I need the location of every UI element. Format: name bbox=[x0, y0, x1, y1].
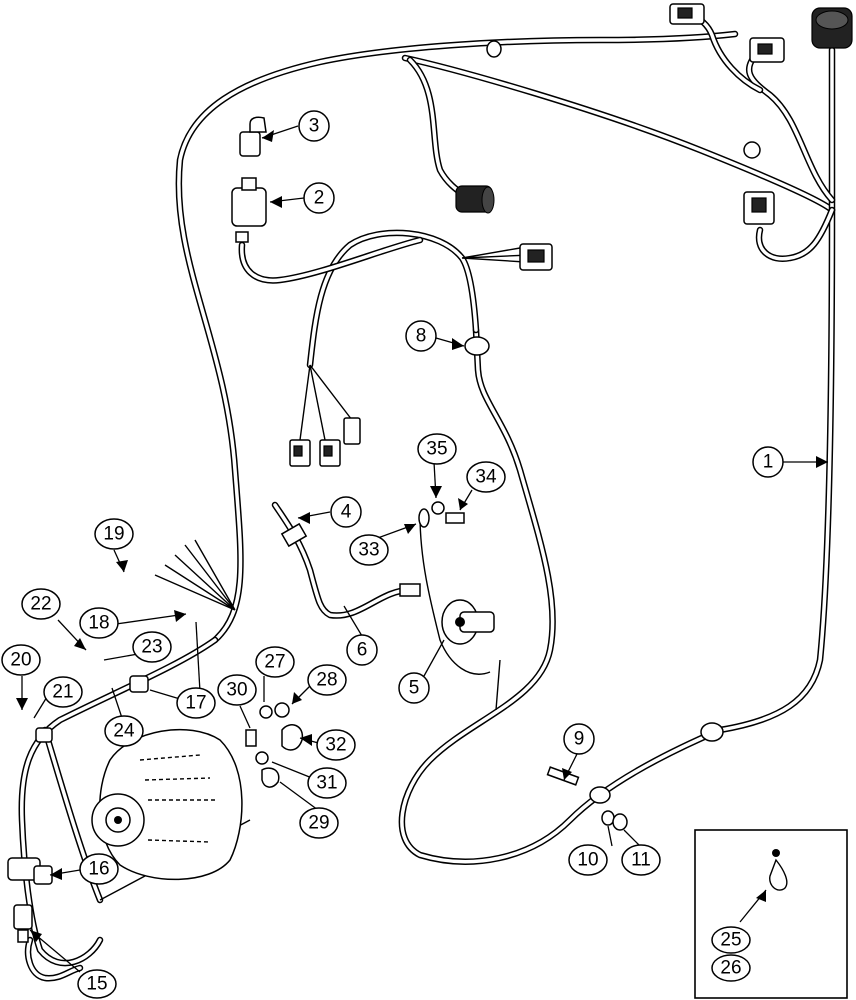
callout-10-label: 10 bbox=[577, 850, 598, 871]
callout-33-label: 33 bbox=[358, 540, 379, 561]
callout-2: 2 bbox=[303, 182, 335, 214]
callout-16-label: 16 bbox=[88, 859, 109, 880]
callout-22-label: 22 bbox=[30, 594, 51, 615]
callout-30: 30 bbox=[217, 674, 257, 706]
connector-top-1 bbox=[669, 3, 705, 25]
sender-5 bbox=[441, 599, 495, 645]
clamp-lower-right bbox=[700, 722, 724, 742]
washer-10 bbox=[601, 810, 615, 826]
callout-1: 1 bbox=[752, 446, 784, 478]
boot-32 bbox=[281, 724, 304, 751]
eyelet-33 bbox=[418, 508, 430, 528]
clamp-top-right bbox=[743, 141, 761, 159]
callout-33: 33 bbox=[349, 534, 389, 566]
callout-8: 8 bbox=[405, 320, 437, 352]
callout-19: 19 bbox=[94, 518, 134, 550]
callout-6-label: 6 bbox=[357, 640, 368, 661]
callout-2-label: 2 bbox=[314, 188, 325, 209]
callout-3: 3 bbox=[298, 110, 330, 142]
connector-right-mid bbox=[743, 191, 775, 225]
callout-17: 17 bbox=[176, 687, 216, 719]
nut-35 bbox=[431, 501, 445, 515]
callout-8-label: 8 bbox=[416, 326, 427, 347]
elbow-fitting-3 bbox=[239, 116, 267, 157]
callout-6: 6 bbox=[346, 634, 378, 666]
callout-18: 18 bbox=[79, 607, 119, 639]
callout-29-label: 29 bbox=[308, 813, 329, 834]
callout-22: 22 bbox=[21, 588, 61, 620]
callout-32: 32 bbox=[316, 729, 356, 761]
callout-10: 10 bbox=[568, 844, 608, 876]
callout-25-label: 25 bbox=[720, 930, 741, 951]
nut-11 bbox=[612, 813, 628, 831]
connector-left-3 bbox=[343, 417, 361, 445]
connector-left-1 bbox=[289, 439, 311, 467]
callout-11-label: 11 bbox=[631, 850, 651, 871]
callout-34: 34 bbox=[466, 461, 506, 493]
callout-31-label: 31 bbox=[316, 773, 337, 794]
clamp-left bbox=[35, 727, 53, 743]
washer-27 bbox=[259, 705, 273, 719]
callout-21: 21 bbox=[43, 676, 83, 708]
clamp-mid bbox=[129, 675, 149, 693]
terminal-30 bbox=[245, 729, 257, 747]
callout-11: 11 bbox=[621, 844, 661, 876]
connector-left-2 bbox=[319, 439, 341, 467]
boot-29 bbox=[261, 767, 280, 788]
nut-31 bbox=[255, 751, 269, 765]
callout-29: 29 bbox=[299, 807, 339, 839]
callout-16: 16 bbox=[79, 853, 119, 885]
callout-32-label: 32 bbox=[325, 735, 346, 756]
callout-15-label: 15 bbox=[86, 974, 107, 995]
callout-24-label: 24 bbox=[113, 721, 135, 742]
callout-26: 26 bbox=[711, 954, 751, 982]
callout-5: 5 bbox=[398, 672, 430, 704]
callout-35: 35 bbox=[417, 433, 457, 465]
callout-23-label: 23 bbox=[141, 637, 162, 658]
callout-31: 31 bbox=[307, 767, 347, 799]
callout-34-label: 34 bbox=[475, 467, 497, 488]
pressure-switch-2 bbox=[231, 177, 267, 243]
clamp-top bbox=[486, 40, 502, 58]
alternator bbox=[91, 728, 243, 881]
sensor-15 bbox=[13, 904, 33, 943]
connector-bundle bbox=[519, 243, 553, 271]
callout-21-label: 21 bbox=[52, 682, 73, 703]
callout-30-label: 30 bbox=[226, 680, 247, 701]
connector-top-2 bbox=[749, 37, 785, 63]
bolt-34 bbox=[445, 512, 465, 524]
callout-28: 28 bbox=[307, 664, 347, 696]
callout-26-label: 26 bbox=[720, 958, 741, 979]
callout-27: 27 bbox=[255, 646, 295, 678]
callout-9-label: 9 bbox=[574, 729, 585, 750]
clamp-9 bbox=[589, 786, 611, 804]
tee-fitting-16 bbox=[7, 857, 53, 885]
callout-20-label: 20 bbox=[10, 650, 31, 671]
callout-3-label: 3 bbox=[309, 116, 320, 137]
arrowheads bbox=[16, 130, 828, 942]
callout-23: 23 bbox=[132, 631, 172, 663]
callout-15: 15 bbox=[77, 969, 117, 999]
callout-9: 9 bbox=[563, 723, 595, 755]
round-connector-center bbox=[455, 185, 495, 214]
callout-1-label: 1 bbox=[763, 452, 774, 473]
callout-4-label: 4 bbox=[341, 502, 352, 523]
callout-17-label: 17 bbox=[185, 693, 206, 714]
callout-20: 20 bbox=[1, 644, 41, 676]
callout-25: 25 bbox=[711, 926, 751, 954]
callout-5-label: 5 bbox=[409, 678, 420, 699]
hose-4-6 bbox=[271, 501, 421, 619]
callout-4: 4 bbox=[330, 496, 362, 528]
callout-19-label: 19 bbox=[103, 524, 124, 545]
nut-28 bbox=[274, 702, 290, 718]
callout-28-label: 28 bbox=[316, 670, 337, 691]
round-connector-top-right bbox=[811, 7, 853, 49]
clamp-8 bbox=[464, 336, 490, 356]
callout-35-label: 35 bbox=[426, 439, 447, 460]
callout-27-label: 27 bbox=[264, 652, 285, 673]
callout-18-label: 18 bbox=[88, 613, 109, 634]
callout-24: 24 bbox=[104, 715, 144, 747]
